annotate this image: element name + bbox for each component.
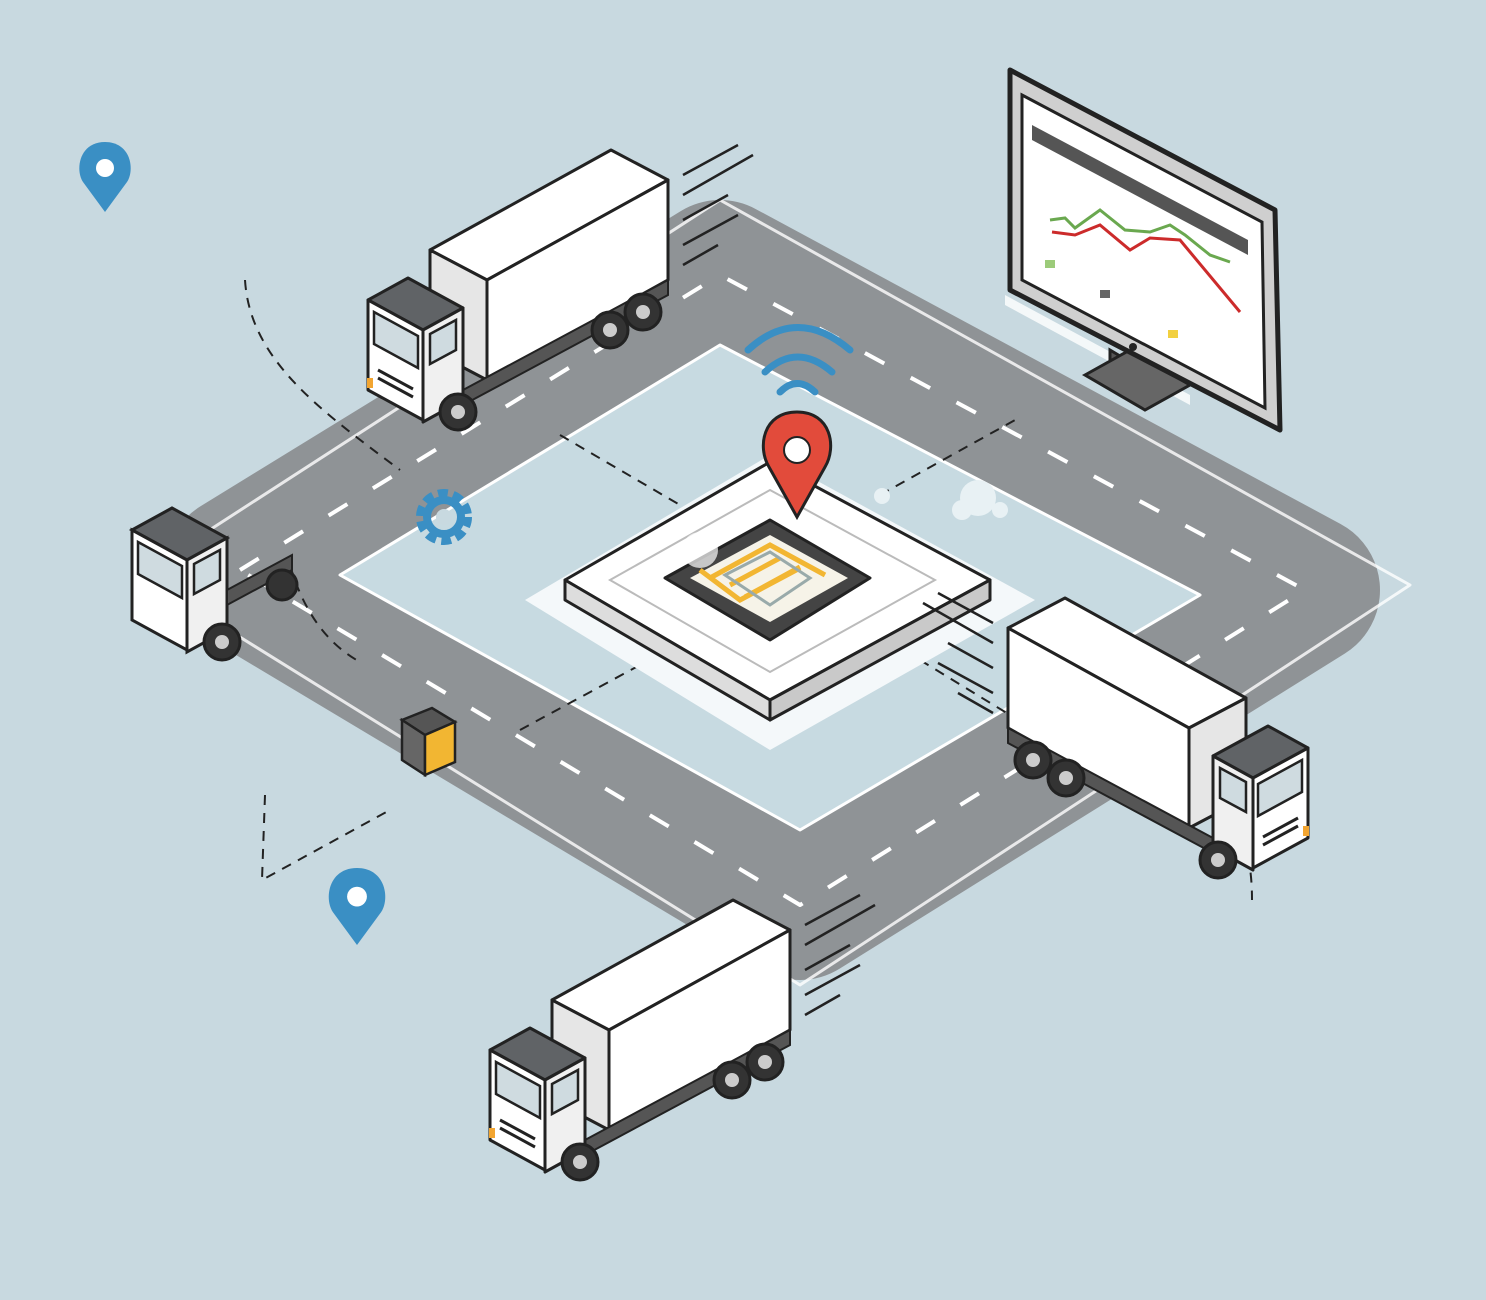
gear-icon [416,489,472,545]
central-tracking-device [525,455,1035,750]
location-pin-icon [761,410,833,521]
monitor-icon [1005,67,1283,433]
truck-tractor-icon [128,506,299,662]
cloud-icon [874,480,1008,520]
package-icon [399,706,458,778]
wifi-signal-icon [744,324,854,396]
